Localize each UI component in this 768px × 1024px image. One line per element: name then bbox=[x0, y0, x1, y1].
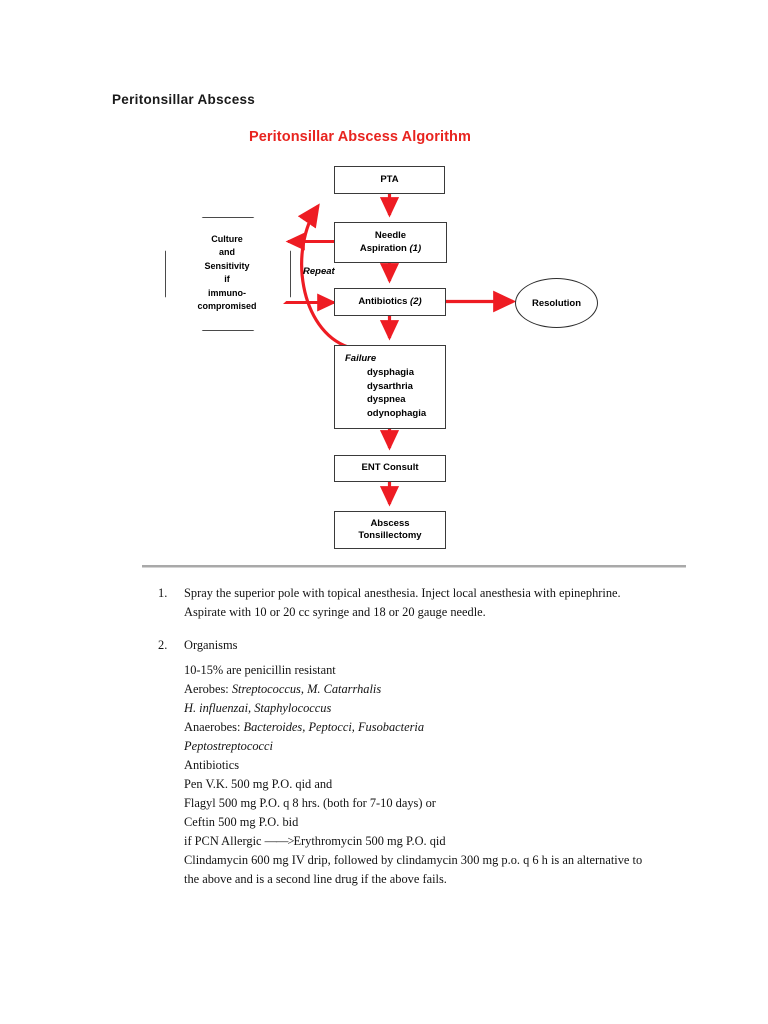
aerobes-species-1: Streptococcus, M. Catarrhalis bbox=[231, 681, 382, 696]
needle-line-2: Aspiration bbox=[359, 242, 407, 254]
antibiotic-flagyl: Flagyl 500 mg P.O. q 8 hrs. (both for 7-… bbox=[184, 795, 436, 810]
antibiotic-clindamycin: Clindamycin 600 mg IV drip, followed by … bbox=[184, 852, 643, 886]
antibiotic-ceftin: Ceftin 500 mg P.O. bid bbox=[184, 814, 299, 829]
arrow-glyph-icon: ——> bbox=[264, 833, 295, 848]
node-pta-label: PTA bbox=[380, 173, 399, 185]
antibiotics-text: Antibiotics bbox=[358, 295, 408, 307]
flowchart-connectors bbox=[260, 194, 517, 507]
node-abscess-tonsillectomy[interactable]: Abscess Tonsillectomy bbox=[334, 511, 446, 549]
abscess-line-1: Abscess bbox=[370, 517, 410, 529]
node-needle-aspiration-label: Needle Aspiration (1) bbox=[360, 230, 421, 254]
node-abscess-tonsillectomy-label: Abscess Tonsillectomy bbox=[358, 518, 421, 542]
note-item-1-text: Spray the superior pole with topical ane… bbox=[184, 586, 621, 619]
anaerobes-label: Anaerobes: bbox=[184, 719, 244, 734]
organisms-detail-block: 10-15% are penicillin resistant Aerobes:… bbox=[184, 661, 652, 889]
antibiotic-pen-vk: Pen V.K. 500 mg P.O. qid and bbox=[184, 776, 333, 791]
node-ent-consult[interactable]: ENT Consult bbox=[334, 455, 446, 482]
anaerobes-species-1: Bacteroides, Peptocci, Fusobacteria bbox=[243, 719, 425, 734]
note-item-2-text: Organisms bbox=[184, 637, 238, 652]
node-culture-sensitivity[interactable]: Culture and Sensitivity if immuno- compr… bbox=[165, 217, 289, 329]
antibiotic-pcn-allergic: if PCN Allergic ——>Erythromycin 500 mg P… bbox=[184, 832, 652, 851]
antibiotics-ref: (2) bbox=[410, 295, 422, 307]
note-item-2: 2. Organisms bbox=[152, 636, 652, 655]
notes-section: 1. Spray the superior pole with topical … bbox=[152, 584, 652, 889]
organisms-line-anaerobes: Anaerobes: Bacteroides, Peptocci, Fusoba… bbox=[184, 718, 652, 737]
node-resolution[interactable]: Resolution bbox=[515, 278, 598, 328]
culture-line-1: Culture bbox=[211, 233, 243, 244]
horizontal-divider bbox=[142, 565, 686, 568]
failure-header: Failure bbox=[345, 353, 377, 364]
failure-symptom-dysarthria: dysarthria bbox=[367, 380, 413, 392]
note-item-2-number: 2. bbox=[158, 637, 168, 652]
node-pta[interactable]: PTA bbox=[334, 166, 445, 194]
culture-octagon-label: Culture and Sensitivity if immuno- compr… bbox=[197, 233, 256, 314]
needle-line-1: Needle bbox=[374, 230, 407, 242]
node-needle-aspiration[interactable]: Needle Aspiration (1) bbox=[334, 222, 447, 263]
page-title: Peritonsillar Abscess bbox=[112, 92, 256, 107]
failure-symptom-dyspnea: dyspnea bbox=[367, 394, 406, 406]
culture-line-4: if bbox=[224, 274, 230, 284]
edge-label-repeat: Repeat bbox=[303, 266, 335, 277]
abscess-line-2: Tonsillectomy bbox=[358, 530, 422, 541]
edge-repeat-curve bbox=[297, 203, 349, 349]
culture-line-2: and bbox=[218, 247, 235, 257]
anaerobes-species-2: Peptostreptococci bbox=[184, 738, 273, 753]
note-item-1: 1. Spray the superior pole with topical … bbox=[152, 584, 652, 622]
culture-line-5: immuno- bbox=[207, 287, 246, 298]
failure-symptom-odynophagia: odynophagia bbox=[367, 407, 427, 419]
failure-symptom-dysphagia: dysphagia bbox=[367, 367, 414, 379]
organisms-line-resistance: 10-15% are penicillin resistant bbox=[184, 662, 336, 677]
aerobes-label: Aerobes: bbox=[184, 681, 232, 696]
culture-line-3: Sensitivity bbox=[204, 260, 250, 271]
antibiotics-heading: Antibiotics bbox=[184, 757, 240, 772]
node-ent-consult-label: ENT Consult bbox=[361, 462, 419, 474]
note-item-1-number: 1. bbox=[158, 586, 168, 600]
algorithm-title: Peritonsillar Abscess Algorithm bbox=[249, 129, 472, 145]
node-antibiotics[interactable]: Antibiotics (2) bbox=[334, 288, 446, 316]
needle-ref: (1) bbox=[409, 242, 422, 254]
organisms-line-aerobes: Aerobes: Streptococcus, M. Catarrhalis bbox=[184, 680, 652, 699]
flowchart: Culture and Sensitivity if immuno- compr… bbox=[165, 166, 598, 549]
pcn-allergic-label: if PCN Allergic bbox=[184, 833, 265, 848]
node-failure[interactable]: Failure dysphagia dysarthria dyspnea ody… bbox=[334, 345, 446, 429]
pcn-allergic-alternative: Erythromycin 500 mg P.O. qid bbox=[293, 833, 446, 848]
aerobes-species-2: H. influenzai, Staphylococcus bbox=[184, 700, 332, 715]
node-resolution-label: Resolution bbox=[531, 297, 582, 309]
node-antibiotics-label: Antibiotics (2) bbox=[358, 296, 421, 308]
culture-octagon-shape bbox=[165, 217, 291, 331]
culture-line-6: compromised bbox=[197, 301, 257, 311]
